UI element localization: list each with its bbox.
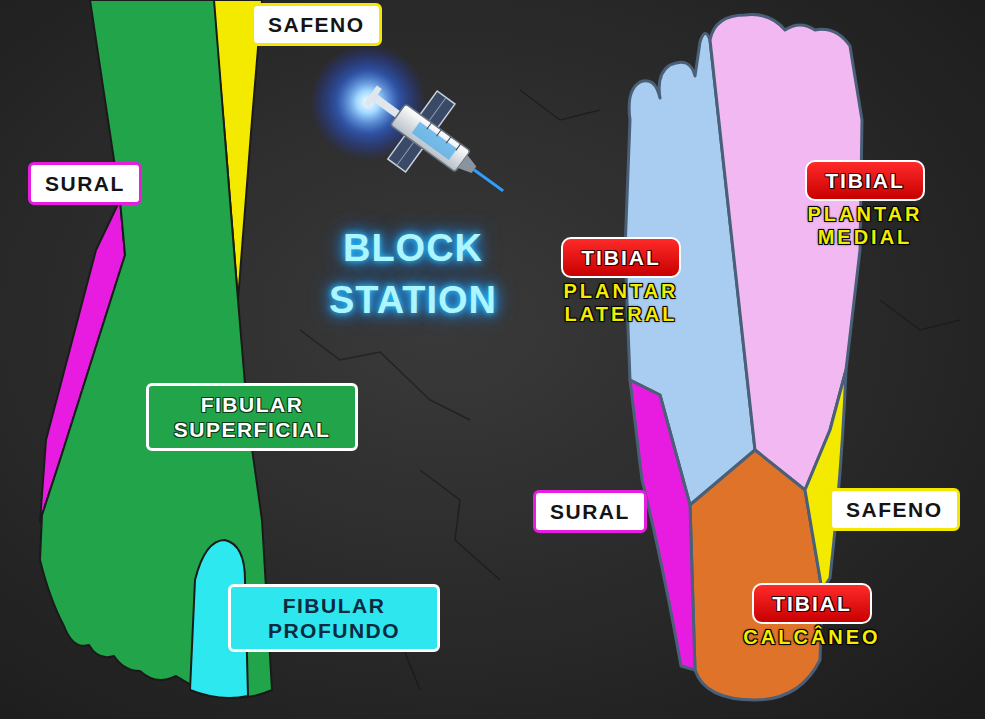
calcaneal-region [690,450,822,700]
nerve-label-box: SURAL [28,162,142,205]
nerve-name: FIBULAR SUPERFICIAL [163,392,341,442]
nerve-label-box: FIBULAR PROFUNDO [228,584,440,652]
saphenous-region [805,370,846,590]
branch-name: PLANTAR LATERAL [541,280,701,326]
nerve-name: SAFENO [846,497,943,522]
nerve-name: TIBIAL [805,160,925,201]
nerve-label-box: TIBIALCALCÂNEO [732,583,892,649]
nerve-label-box: TIBIALPLANTAR LATERAL [541,237,701,326]
branch-name: CALCÂNEO [732,626,892,649]
syringe-icon [310,44,528,225]
nerve-name: SURAL [45,171,125,196]
nerve-label-box: FIBULAR SUPERFICIAL [146,383,358,451]
nerve-name: TIBIAL [752,583,872,624]
nerve-name: SURAL [550,499,630,524]
nerve-name: SAFENO [268,12,365,37]
nerve-label-box: SAFENO [251,3,382,46]
title-text: BLOCK STATION [298,222,528,326]
nerve-label-box: TIBIALPLANTAR MEDIAL [785,160,945,249]
nerve-name: TIBIAL [561,237,681,278]
nerve-label-box: SAFENO [829,488,960,531]
branch-name: PLANTAR MEDIAL [785,203,945,249]
nerve-name: FIBULAR PROFUNDO [245,593,423,643]
nerve-label-box: SURAL [533,490,647,533]
